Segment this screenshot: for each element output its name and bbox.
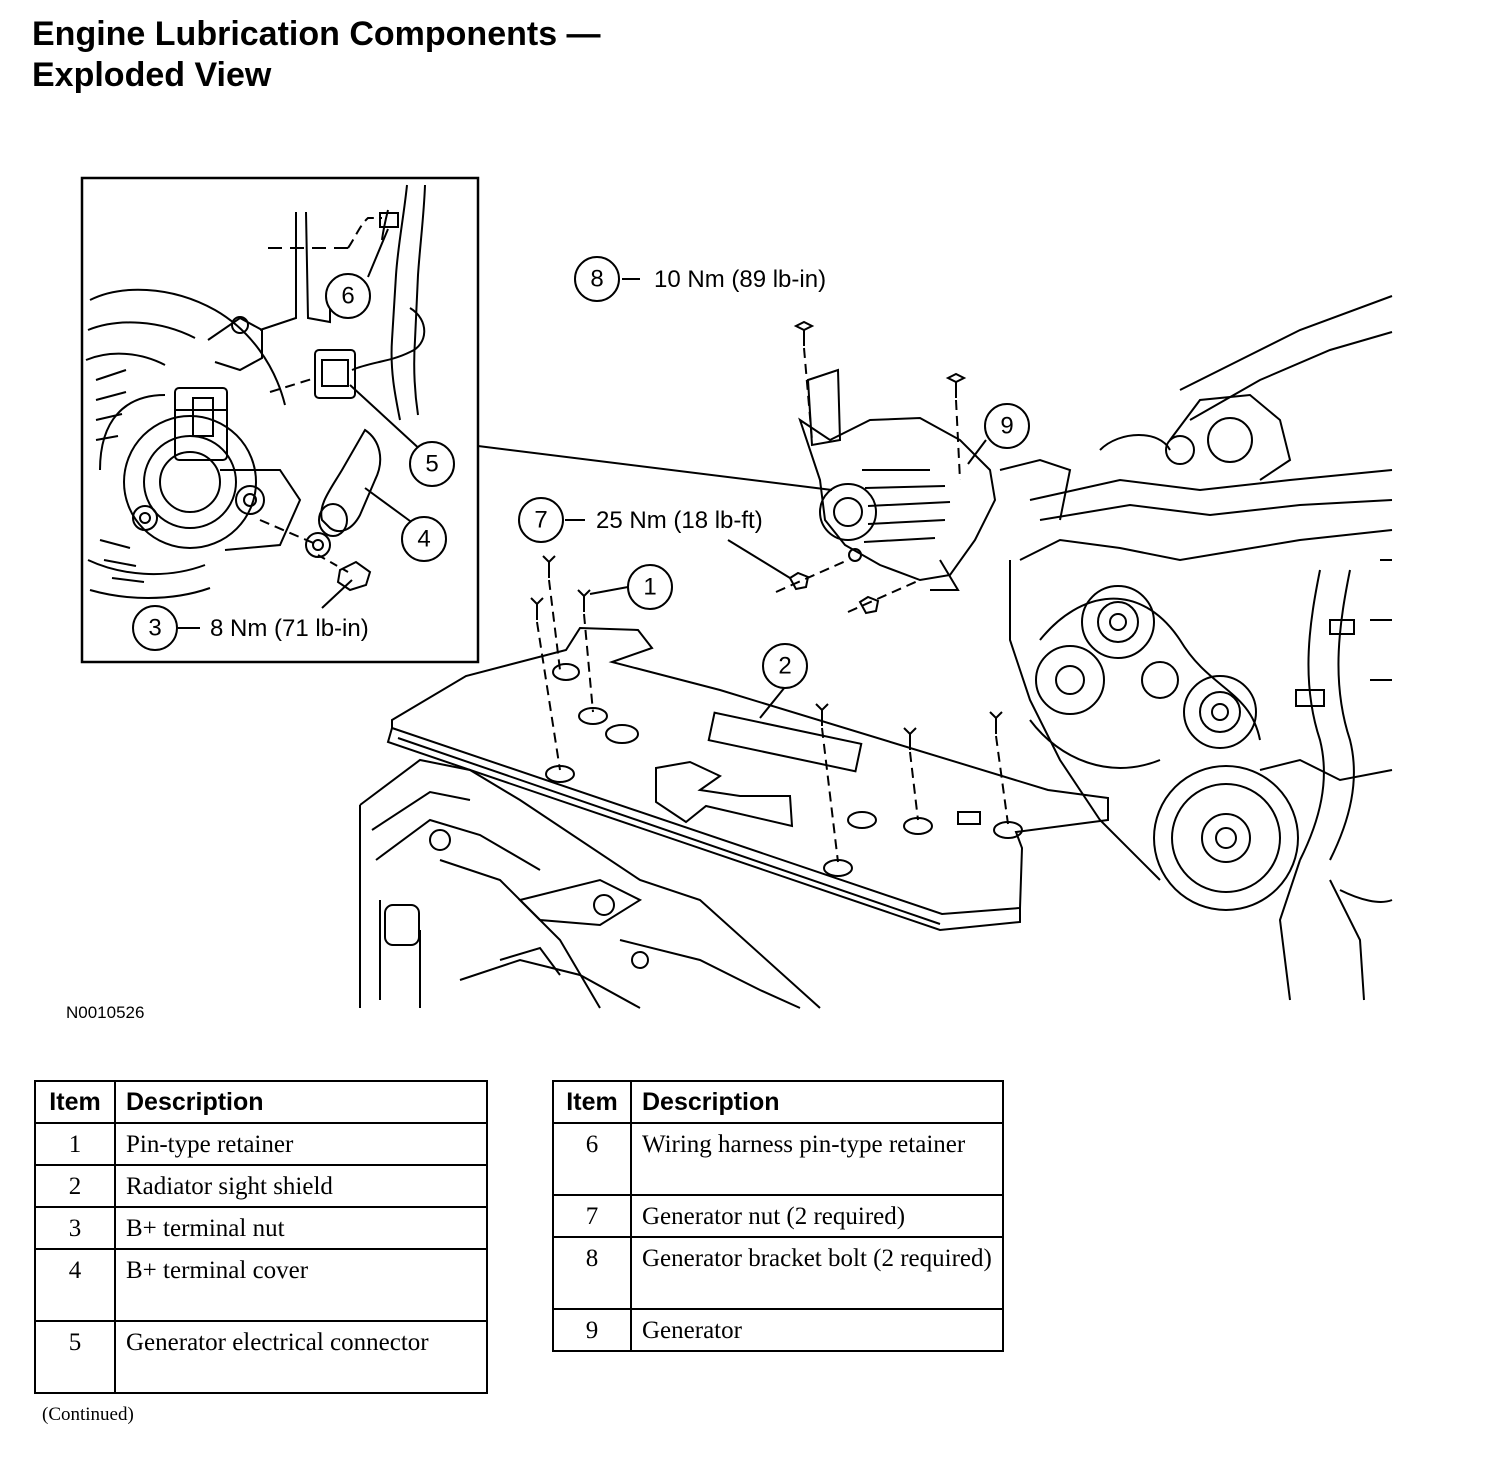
callout-8: 8 10 Nm (89 lb-in): [574, 256, 826, 302]
radiator-sight-shield-drawing: [386, 626, 1109, 932]
item-description: B+ terminal nut: [114, 1206, 488, 1250]
item-description: Radiator sight shield: [114, 1164, 488, 1208]
leader-line-9: [967, 439, 987, 465]
exploded-view-diagram: 1 2 3 8 Nm (71 lb-in) 4 5 6 7 25 Nm (18 …: [80, 176, 1393, 1009]
callout-2: 2: [762, 643, 808, 689]
table-row: 8 Generator bracket bolt (2 required): [552, 1236, 1004, 1310]
callout-9: 9: [984, 403, 1030, 449]
callout-5: 5: [409, 441, 455, 487]
callout-5-number: 5: [425, 451, 438, 478]
pin-type-retainers-drawing: [530, 555, 1009, 863]
item-description: Pin-type retainer: [114, 1122, 488, 1166]
table-row: 3 B+ terminal nut: [34, 1206, 488, 1250]
legend-header-row: Item Description: [552, 1080, 1004, 1124]
callout-3-torque: 8 Nm (71 lb-in): [210, 615, 369, 642]
table-row: 2 Radiator sight shield: [34, 1164, 488, 1208]
front-end-structure-drawing: [359, 758, 821, 1009]
callout-7: 7 25 Nm (18 lb-ft): [518, 497, 763, 543]
inset-pointer-line: [477, 445, 833, 491]
callout-3: 3 8 Nm (71 lb-in): [132, 605, 369, 651]
item-number: 2: [34, 1164, 116, 1208]
item-description: Generator nut (2 required): [630, 1194, 1004, 1238]
leader-line-4: [364, 487, 411, 522]
callout-1-number: 1: [643, 574, 656, 601]
generator-fasteners-drawing: [775, 320, 967, 615]
item-number: 1: [34, 1122, 116, 1166]
leader-line-5: [349, 384, 425, 454]
table-row: 7 Generator nut (2 required): [552, 1194, 1004, 1238]
leader-line-2: [759, 686, 786, 719]
leader-line-7b: [727, 539, 791, 579]
leader-line-3b: [321, 579, 353, 609]
table-row: 1 Pin-type retainer: [34, 1122, 488, 1166]
callout-3-number: 3: [148, 615, 161, 642]
item-number: 8: [552, 1236, 632, 1310]
leader-line-1: [589, 586, 629, 595]
continued-note: (Continued): [42, 1404, 134, 1425]
item-number: 3: [34, 1206, 116, 1250]
callout-6: 6: [325, 273, 371, 319]
generator-drawing: [798, 368, 997, 591]
item-number: 6: [552, 1122, 632, 1196]
callout-6-number: 6: [341, 283, 354, 310]
table-row: 6 Wiring harness pin-type retainer: [552, 1122, 1004, 1196]
item-header: Item: [34, 1080, 116, 1124]
item-number: 9: [552, 1308, 632, 1352]
callout-7-torque: 25 Nm (18 lb-ft): [596, 507, 763, 534]
callout-4: 4: [401, 516, 447, 562]
title-line-1: Engine Lubrication Components —: [32, 15, 601, 53]
figure-id: N0010526: [66, 1003, 145, 1022]
engine-drawing: [999, 295, 1393, 1001]
callout-8-torque: 10 Nm (89 lb-in): [654, 266, 826, 293]
legend-table-left: Item Description 1 Pin-type retainer 2 R…: [34, 1080, 488, 1394]
item-header: Item: [552, 1080, 632, 1124]
inset-generator-drawing: [85, 184, 426, 599]
callout-2-number: 2: [778, 653, 791, 680]
callout-9-number: 9: [1000, 413, 1013, 440]
table-row: 4 B+ terminal cover: [34, 1248, 488, 1322]
item-description: B+ terminal cover: [114, 1248, 488, 1322]
callout-8-number: 8: [590, 266, 603, 293]
item-number: 4: [34, 1248, 116, 1322]
item-description: Generator electrical connector: [114, 1320, 488, 1394]
callout-7-number: 7: [534, 507, 547, 534]
item-description: Wiring harness pin-type retainer: [630, 1122, 1004, 1196]
inset-detail-frame: [80, 176, 480, 664]
legend-table-right: Item Description 6 Wiring harness pin-ty…: [552, 1080, 1004, 1352]
callout-1: 1: [627, 564, 673, 610]
item-number: 5: [34, 1320, 116, 1394]
description-header: Description: [630, 1080, 1004, 1124]
page-title: Engine Lubrication Components — Exploded…: [32, 14, 601, 96]
title-line-2: Exploded View: [32, 56, 272, 94]
item-number: 7: [552, 1194, 632, 1238]
callout-4-number: 4: [417, 526, 430, 553]
table-row: 5 Generator electrical connector: [34, 1320, 488, 1394]
description-header: Description: [114, 1080, 488, 1124]
item-description: Generator: [630, 1308, 1004, 1352]
item-description: Generator bracket bolt (2 required): [630, 1236, 1004, 1310]
table-row: 9 Generator: [552, 1308, 1004, 1352]
legend-header-row: Item Description: [34, 1080, 488, 1124]
leader-line-6: [367, 228, 389, 278]
